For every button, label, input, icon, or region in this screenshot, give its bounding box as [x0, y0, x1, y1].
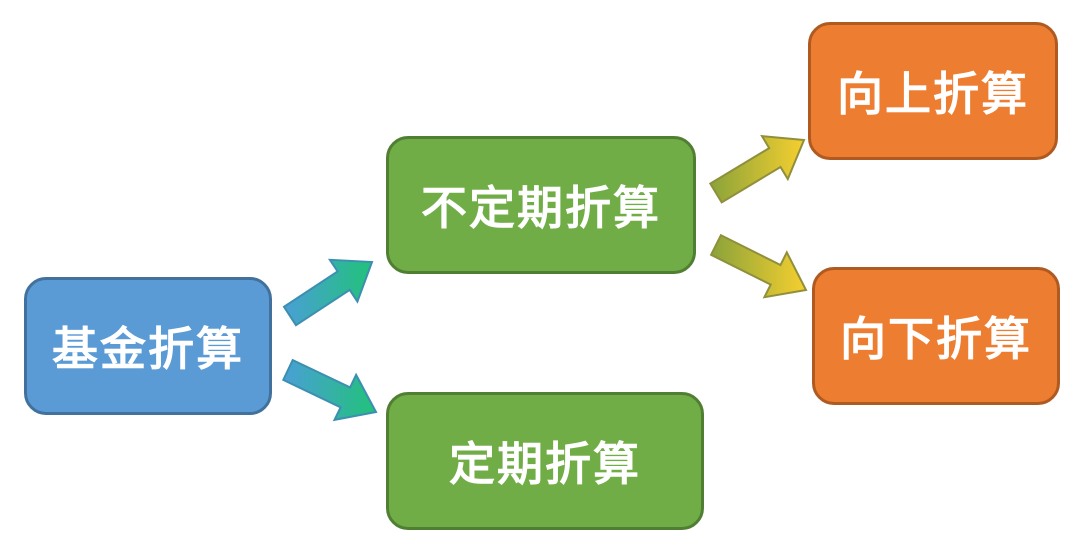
node-downward-conversion: 向下折算	[812, 267, 1060, 405]
node-regular-conversion: 定期折算	[386, 392, 704, 530]
node-upward-conversion: 向上折算	[808, 22, 1058, 160]
node-label: 向下折算	[840, 312, 1032, 366]
node-label: 基金折算	[52, 322, 244, 376]
arrow-root-to-regular	[281, 358, 378, 422]
node-label: 不定期折算	[421, 181, 661, 235]
node-irregular-conversion: 不定期折算	[386, 136, 696, 274]
node-label: 向上折算	[837, 67, 1029, 121]
arrow-root-to-irregular	[282, 258, 374, 327]
node-label: 定期折算	[449, 437, 641, 491]
arrow-irregular-to-down	[709, 233, 808, 299]
node-fund-conversion: 基金折算	[24, 277, 272, 415]
arrow-irregular-to-up	[708, 134, 806, 204]
